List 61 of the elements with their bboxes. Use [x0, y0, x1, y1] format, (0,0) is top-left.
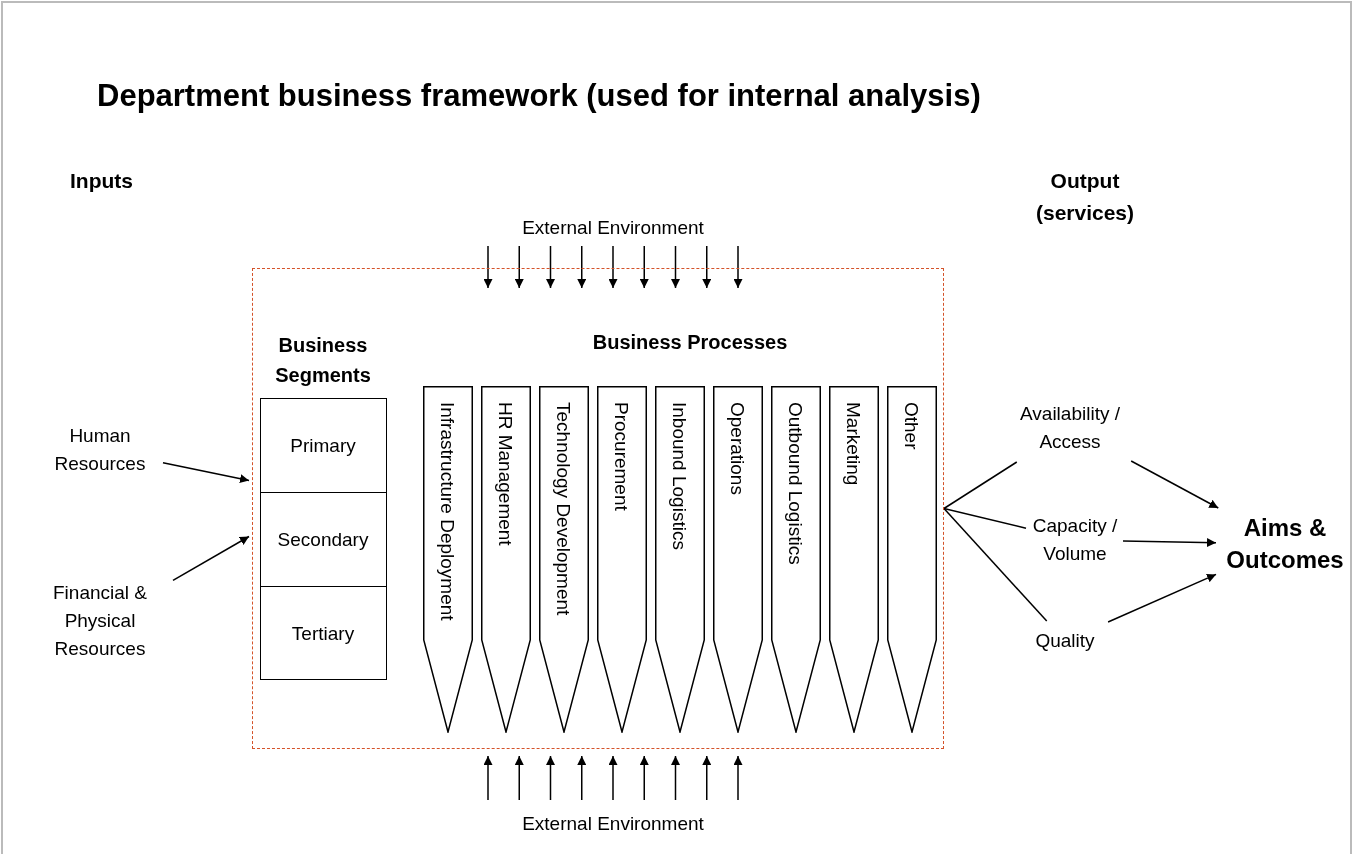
arrow [733, 755, 743, 801]
framework-boundary [252, 268, 944, 749]
column-heading: Business Processes [591, 330, 789, 355]
arrow [514, 245, 524, 289]
input-label: Financial & Physical Resources [30, 576, 170, 666]
output-label: Quality [1020, 625, 1110, 657]
diagram-title: Department business framework (used for internal analysis) [97, 78, 981, 114]
arrow [546, 245, 555, 289]
connector-line [943, 507, 1048, 622]
environment-label: External Environment [478, 808, 748, 840]
connector-line [943, 507, 1027, 529]
process-label: HR Management [493, 401, 517, 546]
arrow [639, 245, 649, 289]
arrow [162, 461, 250, 484]
section-heading: Output (services) [1034, 168, 1136, 226]
process-label: Other [899, 401, 923, 450]
process-pencil [480, 385, 531, 733]
arrow [608, 245, 618, 289]
process-label: Marketing [841, 401, 865, 485]
arrow [483, 245, 493, 289]
arrow [1107, 573, 1217, 623]
arrow [702, 755, 712, 801]
arrow [702, 245, 712, 289]
arrow [514, 755, 524, 801]
environment-label: External Environment [478, 212, 748, 244]
segment-cell: Primary [260, 398, 386, 493]
process-pencil [886, 385, 937, 733]
process-pencil [422, 385, 473, 733]
process-label: Operations [725, 401, 749, 495]
segment-cell: Secondary [260, 492, 386, 587]
connector-line [943, 461, 1018, 510]
process-pencil [770, 385, 821, 733]
arrow [671, 245, 680, 289]
output-label: Availability / Access [1005, 398, 1135, 458]
process-pencil [654, 385, 705, 733]
process-label: Procurement [609, 401, 633, 511]
arrow [733, 245, 743, 289]
arrow [546, 755, 555, 801]
arrow [639, 755, 649, 801]
section-heading: Inputs [70, 168, 134, 194]
process-label: Outbound Logistics [783, 401, 807, 565]
process-pencil [538, 385, 589, 733]
arrow [1130, 460, 1220, 509]
arrow [483, 755, 493, 801]
process-label: Technology Development [551, 401, 575, 615]
arrow [1122, 538, 1217, 547]
process-pencil [828, 385, 879, 733]
arrow [172, 535, 250, 582]
column-heading: Business Segments [274, 332, 372, 388]
output-label: Capacity / Volume [1030, 510, 1120, 570]
segment-cell: Tertiary [260, 586, 386, 680]
arrow [608, 755, 618, 801]
process-label: Inbound Logistics [667, 401, 691, 550]
process-label: Infrastructure Deployment [435, 401, 459, 621]
outcome-label: Aims & Outcomes [1220, 512, 1350, 576]
process-pencil [596, 385, 647, 733]
arrow [577, 245, 587, 289]
input-label: Human Resources [40, 420, 160, 480]
arrow [671, 755, 680, 801]
arrow [577, 755, 587, 801]
process-pencil [712, 385, 763, 733]
